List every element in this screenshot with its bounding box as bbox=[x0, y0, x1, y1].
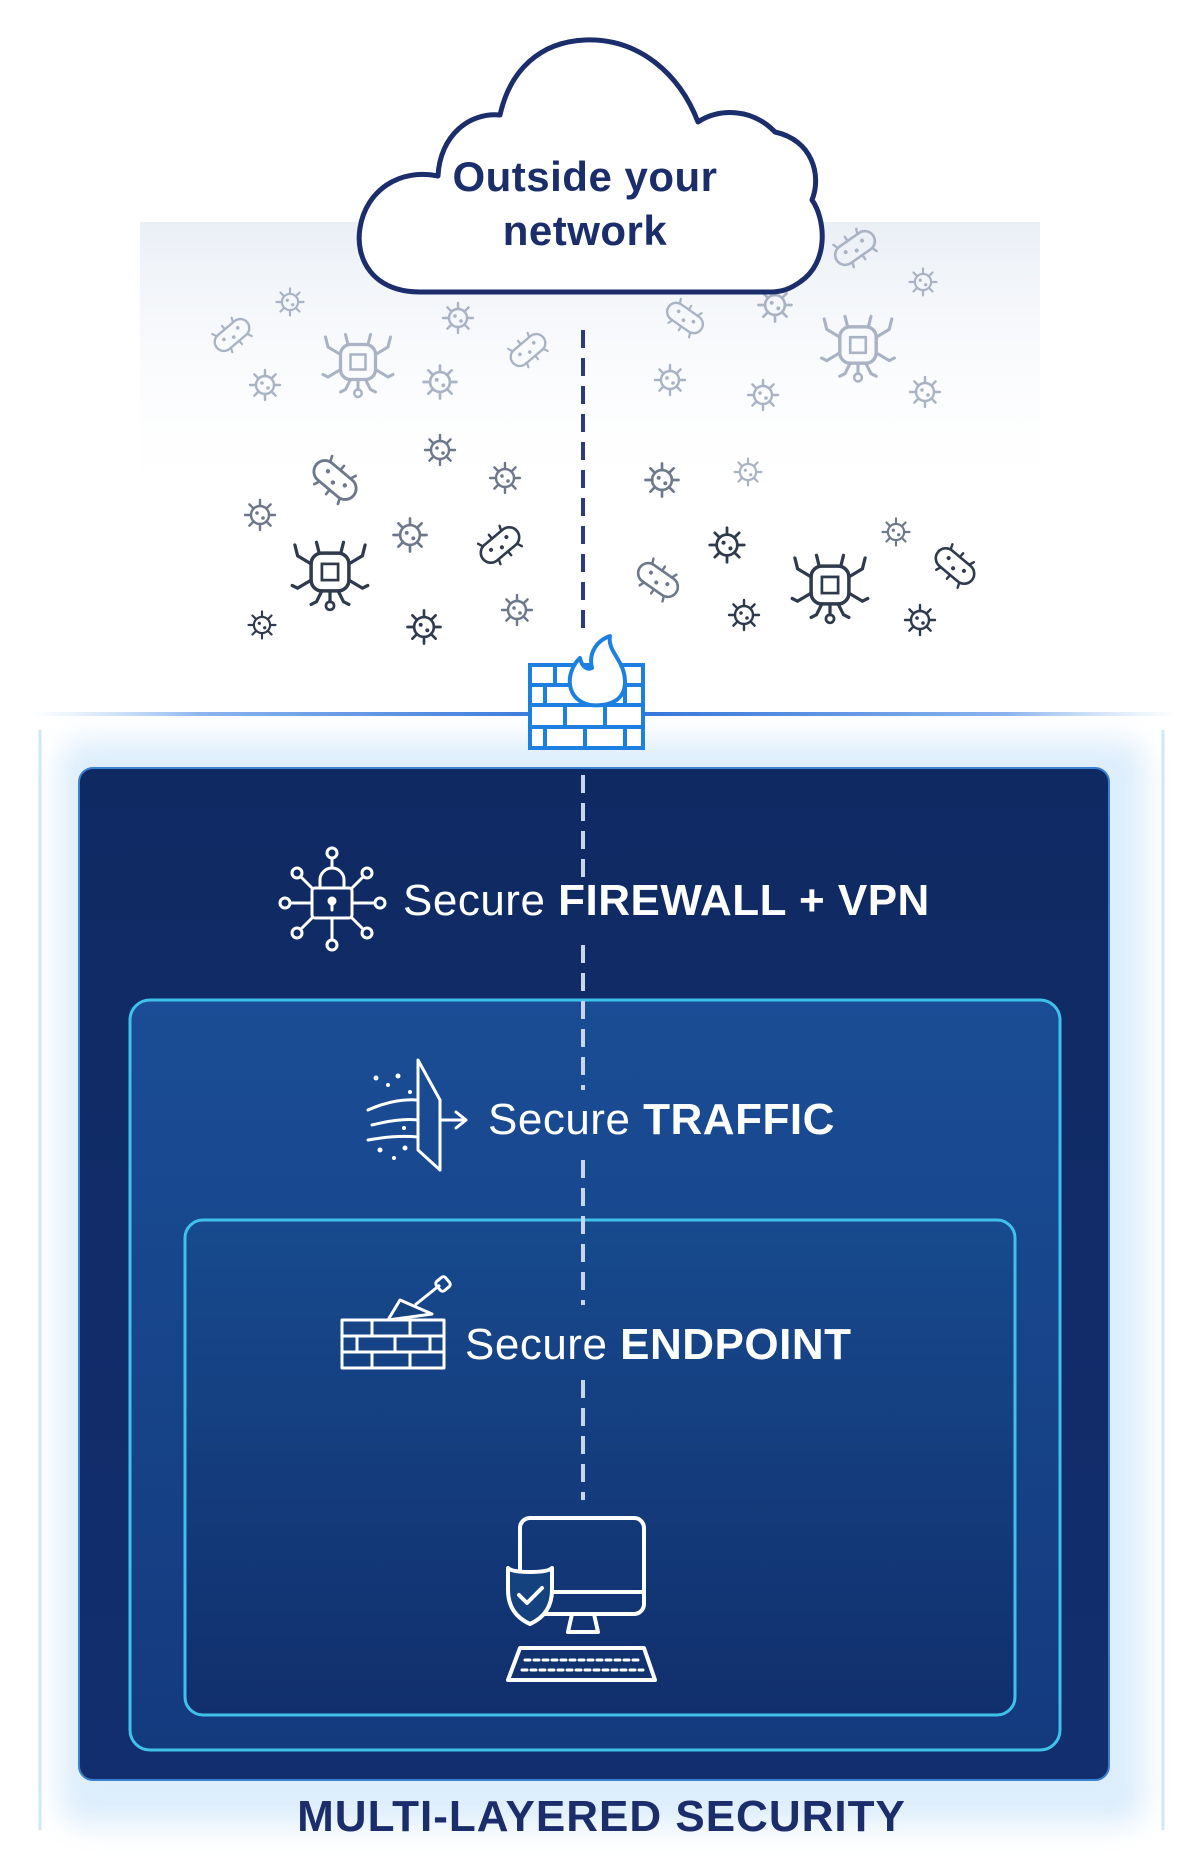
traffic-filter-icon bbox=[366, 1058, 468, 1172]
cloud-label-line-2: network bbox=[502, 207, 668, 254]
cloud-label-line-1: Outside your bbox=[452, 153, 718, 200]
layer-prefix: Secure bbox=[488, 1095, 631, 1144]
layer-label-traffic: Secure TRAFFIC bbox=[488, 1095, 835, 1145]
layer-name: ENDPOINT bbox=[620, 1320, 852, 1369]
layer-name: TRAFFIC bbox=[643, 1095, 835, 1144]
threat-icon bbox=[247, 518, 983, 645]
layer-name: FIREWALL + VPN bbox=[558, 876, 930, 925]
layer-label-firewall-vpn: Secure FIREWALL + VPN bbox=[403, 876, 930, 926]
cloud-label: Outside your network bbox=[395, 150, 775, 258]
diagram-title: MULTI-LAYERED SECURITY bbox=[297, 1792, 906, 1841]
layer-label-endpoint: Secure ENDPOINT bbox=[465, 1320, 852, 1370]
firewall-icon bbox=[528, 634, 645, 750]
cloud-icon bbox=[356, 37, 825, 295]
layer-endpoint-box bbox=[183, 1218, 1017, 1717]
network-lock-icon bbox=[278, 846, 387, 952]
layer-prefix: Secure bbox=[403, 876, 546, 925]
layer-prefix: Secure bbox=[465, 1320, 608, 1369]
shielded-computer-icon bbox=[506, 1516, 657, 1682]
brick-wall-trowel-icon bbox=[340, 1275, 452, 1370]
